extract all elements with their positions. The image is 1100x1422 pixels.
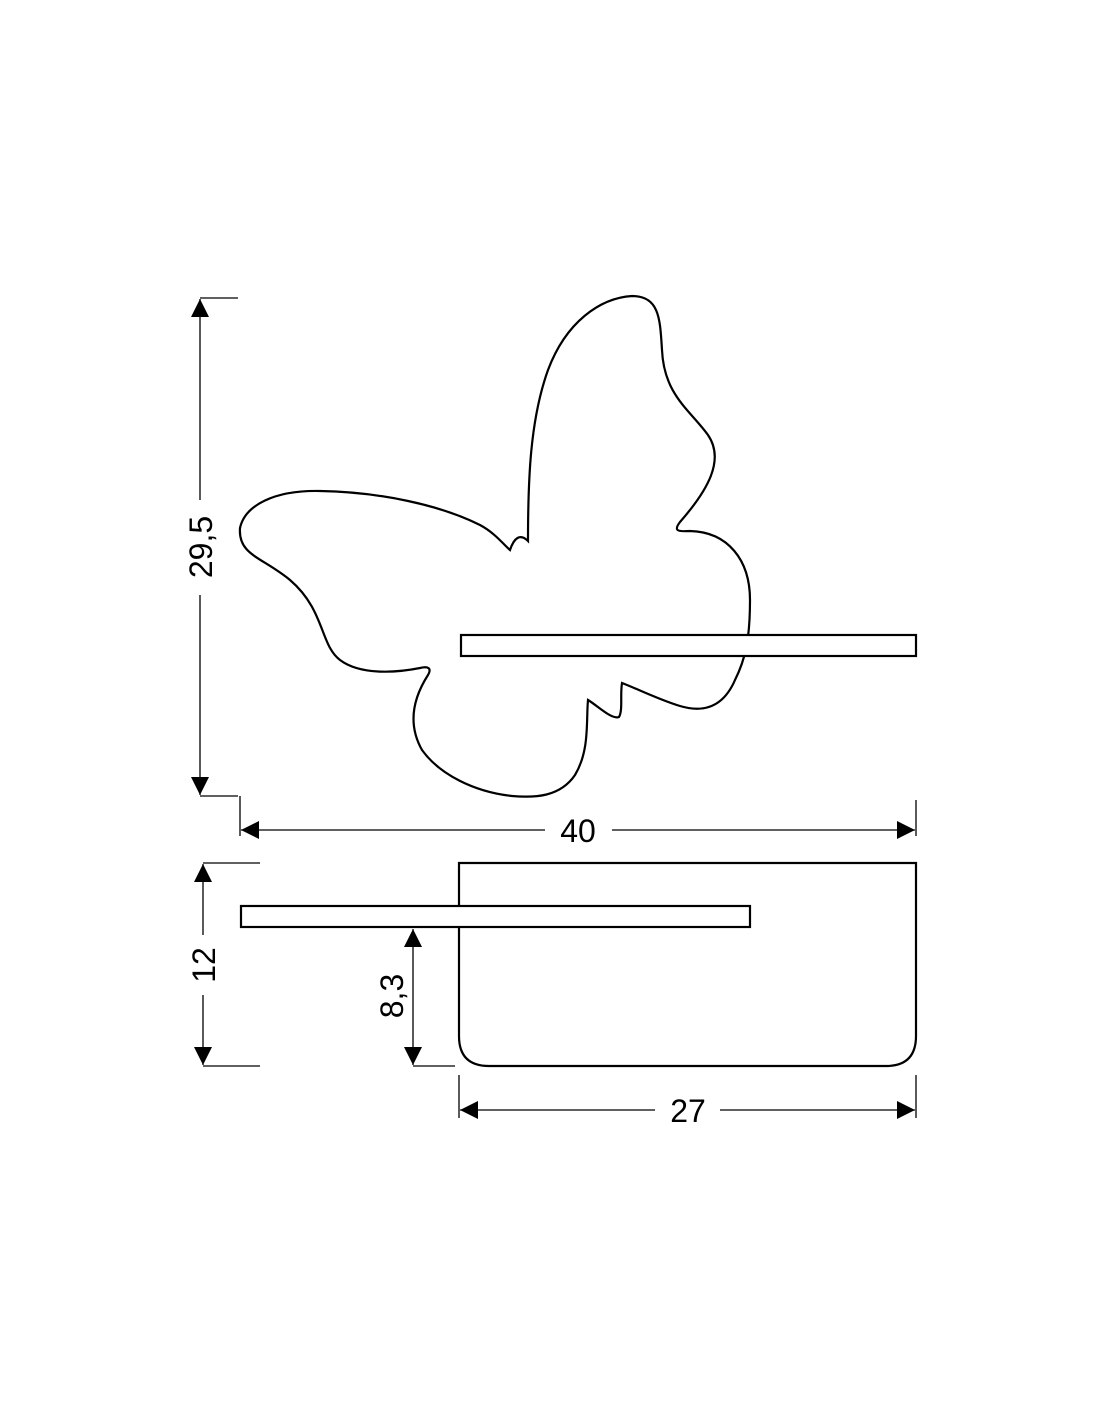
dimension-label-shelf-height: 8,3 (374, 974, 410, 1018)
dimension-label-depth: 12 (186, 947, 222, 983)
dimension-label-height: 29,5 (183, 516, 219, 578)
butterfly-outline (238, 294, 752, 798)
base-side (457, 861, 918, 1068)
dimension-label-base-width: 27 (670, 1093, 706, 1129)
shelf-front (459, 633, 918, 658)
shelf-side (239, 904, 752, 929)
dimension-label-width: 40 (560, 813, 596, 849)
